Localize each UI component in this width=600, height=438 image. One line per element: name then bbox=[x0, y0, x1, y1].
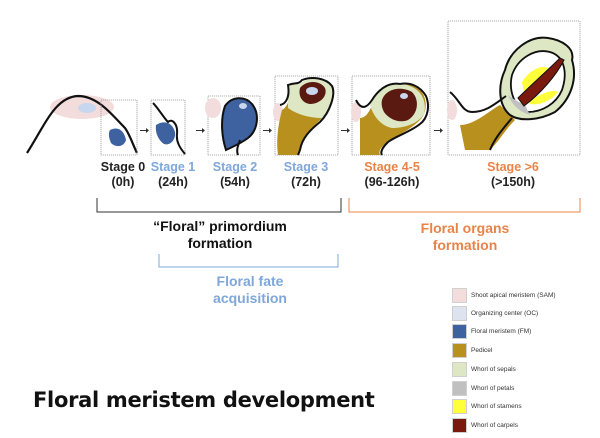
arrow-icon bbox=[263, 128, 272, 133]
stage-time: (0h) bbox=[111, 175, 135, 189]
legend-item-fm: Floral meristem (FM) bbox=[452, 323, 531, 339]
legend-swatch bbox=[452, 361, 467, 377]
legend-item-pedicel: Pedicel bbox=[452, 342, 492, 358]
legend-swatch bbox=[452, 323, 467, 339]
organs-formation-label: Floral organs formation bbox=[395, 220, 535, 254]
legend-item-carpels: Whorl of carpels bbox=[452, 417, 518, 433]
stage-name: Stage >6 bbox=[487, 160, 539, 174]
legend-label: Whorl of petals bbox=[471, 384, 515, 392]
legend-label: Whorl of sepals bbox=[471, 365, 516, 373]
legend-swatch bbox=[452, 417, 467, 433]
stage-name: Stage 4-5 bbox=[364, 160, 420, 174]
arrow-icon bbox=[434, 128, 443, 133]
fate-bracket bbox=[158, 254, 339, 268]
stage-name: Stage 1 bbox=[150, 160, 196, 174]
legend-label: Floral meristem (FM) bbox=[471, 327, 532, 335]
stage-time: (24h) bbox=[158, 175, 188, 189]
stage-1-drawing bbox=[150, 99, 186, 156]
stage-4-5-drawing bbox=[351, 75, 431, 156]
legend-label: Pedicel bbox=[471, 346, 493, 354]
bracket-label-line: “Floral” primordium bbox=[153, 218, 287, 234]
stage-0-label: Stage 0 (0h) bbox=[78, 160, 168, 190]
bracket-label-line: formation bbox=[432, 237, 498, 253]
brackets bbox=[96, 198, 581, 268]
stage-name: Stage 3 bbox=[283, 160, 329, 174]
bracket-label-line: acquisition bbox=[213, 290, 287, 306]
stage-3-label: Stage 3 (72h) bbox=[261, 160, 351, 190]
legend-item-petals: Whorl of petals bbox=[452, 380, 514, 396]
primordium-bracket bbox=[96, 198, 342, 213]
legend-swatch bbox=[452, 305, 467, 321]
stage-6-plus-drawing bbox=[447, 20, 581, 156]
legend-swatch bbox=[452, 398, 467, 414]
legend-label: Whorl of stamens bbox=[471, 402, 522, 410]
legend-label: Whorl of carpels bbox=[471, 421, 518, 429]
stage-time: (96-126h) bbox=[364, 175, 420, 189]
stage-3-drawing bbox=[273, 75, 339, 156]
legend-swatch bbox=[452, 342, 467, 358]
arrow-icon bbox=[140, 128, 149, 133]
primordium-formation-label: “Floral” primordium formation bbox=[140, 218, 300, 252]
stage-6-plus-label: Stage >6 (>150h) bbox=[468, 160, 558, 190]
legend-label: Shoot apical meristem (SAM) bbox=[471, 291, 556, 299]
arrow-icon bbox=[341, 128, 350, 133]
bracket-label-line: formation bbox=[187, 235, 253, 251]
stage-time: (72h) bbox=[291, 175, 321, 189]
legend-item-sam: Shoot apical meristem (SAM) bbox=[452, 287, 556, 303]
stage-name: Stage 0 bbox=[100, 160, 146, 174]
bracket-label-line: Floral organs bbox=[420, 220, 510, 236]
arrow-icon bbox=[196, 128, 205, 133]
stage-2-drawing bbox=[205, 95, 261, 156]
bracket-label-line: Floral fate bbox=[216, 273, 284, 289]
legend-item-stamens: Whorl of stamens bbox=[452, 398, 522, 414]
legend-item-oc: Organizing center (OC) bbox=[452, 305, 538, 321]
stage-1-label: Stage 1 (24h) bbox=[128, 160, 218, 190]
stage-name: Stage 2 bbox=[212, 160, 258, 174]
legend-label: Organizing center (OC) bbox=[471, 309, 539, 317]
shoot-apical-meristem-dome bbox=[26, 94, 138, 154]
legend-item-sepals: Whorl of sepals bbox=[452, 361, 516, 377]
legend-swatch bbox=[452, 380, 467, 396]
organs-bracket bbox=[348, 198, 581, 213]
stage-4-5-label: Stage 4-5 (96-126h) bbox=[347, 160, 437, 190]
stage-2-label: Stage 2 (54h) bbox=[190, 160, 280, 190]
legend-swatch bbox=[452, 287, 467, 303]
stage-0-drawing bbox=[100, 99, 138, 156]
stage-illustrations bbox=[26, 20, 581, 156]
fate-acquisition-label: Floral fate acquisition bbox=[180, 273, 320, 307]
stage-time: (>150h) bbox=[490, 175, 536, 189]
figure-title: Floral meristem development bbox=[33, 388, 375, 412]
stage-time: (54h) bbox=[220, 175, 250, 189]
